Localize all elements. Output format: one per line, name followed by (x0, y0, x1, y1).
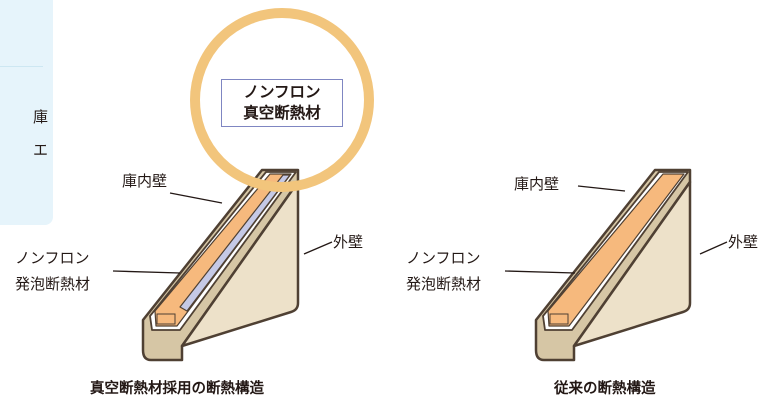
callout-line-1: ノンフロン (243, 83, 321, 101)
left-caption: 真空断熱材採用の断熱構造 (90, 381, 264, 397)
left-inner-wall-label: 庫内壁 (122, 172, 168, 190)
right-bottom-slot (549, 313, 569, 325)
side-tab-divider (0, 66, 43, 67)
right-outer-wall-label: 外壁 (728, 233, 759, 251)
vacuum-highlight-ring (190, 8, 374, 192)
callout-line-2: 真空断熱材 (243, 104, 321, 122)
right-inner-wall-label: 庫内壁 (514, 175, 560, 193)
right-foam-insulation (547, 173, 685, 327)
side-tab-char-2: エ (33, 141, 49, 159)
left-foam-label-line-1: ノンフロン (15, 249, 90, 267)
left-vacuum-insulation-panel (179, 174, 291, 312)
left-wall-front-face (180, 180, 300, 348)
right-leader-lines (504, 185, 728, 274)
left-wall-section (141, 168, 300, 362)
right-caption: 従来の断熱構造 (554, 381, 656, 397)
side-tab-char-1: 庫 (33, 108, 49, 126)
left-bottom-slot (156, 313, 176, 325)
right-wall-front-face (572, 180, 692, 348)
vacuum-insulation-callout: ノンフロン 真空断熱材 (221, 79, 343, 127)
left-leader-lines (112, 192, 333, 274)
right-wall-section (534, 168, 692, 362)
left-foam-label-line-2: 発泡断熱材 (15, 275, 91, 293)
left-outer-wall-label: 外壁 (333, 233, 364, 251)
right-foam-label-line-2: 発泡断熱材 (406, 275, 482, 293)
right-foam-label-line-1: ノンフロン (406, 249, 481, 267)
side-tab-panel (0, 0, 53, 225)
